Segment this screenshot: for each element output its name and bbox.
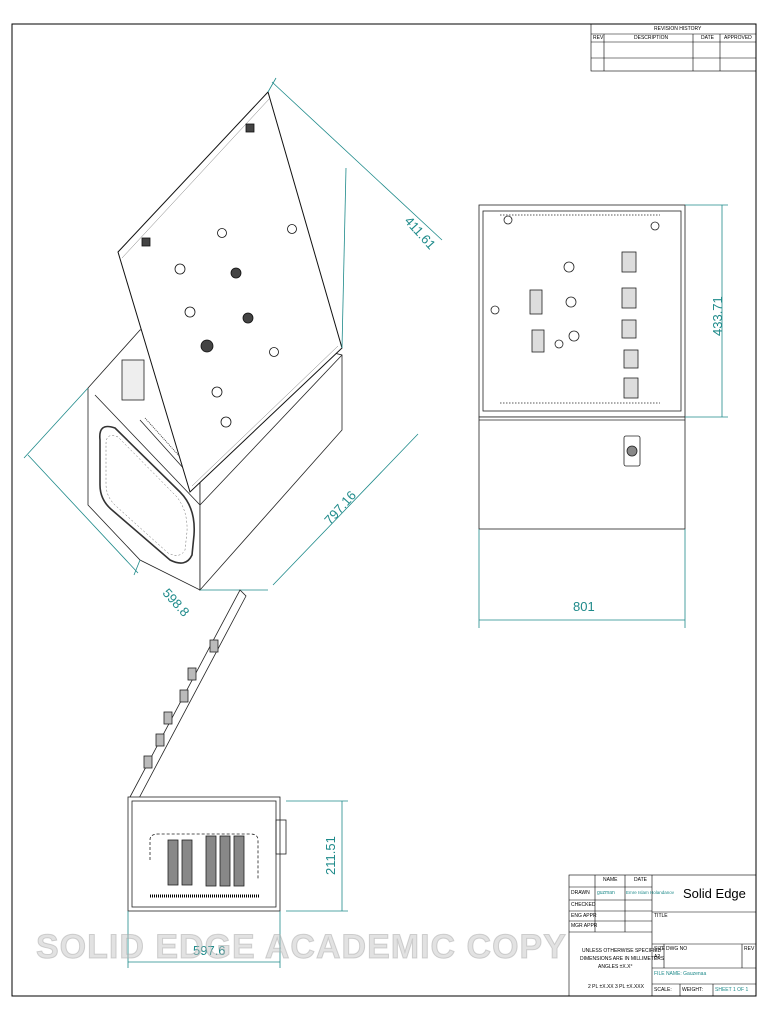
bottom-view [127, 589, 287, 912]
title-note-1: UNLESS OTHERWISE SPECIFIED [582, 948, 662, 954]
title-dwg-no-label: DWG NO [666, 946, 688, 952]
revision-header-description: DESCRIPTION [634, 35, 669, 41]
title-row-mgr-appr: MGR APPR [571, 923, 598, 929]
iso-dimension-lines [23, 77, 443, 591]
isometric-view [87, 91, 343, 592]
title-note-3: ANGLES ±X.X° [598, 964, 633, 970]
title-note-4: 2 PL ±X.XX 3 PL ±X.XXX [588, 984, 644, 990]
revision-block [590, 23, 757, 72]
dimension-front-height: 433.71 [710, 296, 725, 336]
title-name-header: NAME [603, 877, 618, 883]
revision-title: REVISION HISTORY [654, 26, 702, 32]
dimension-bottom-width: 597.6 [193, 943, 226, 958]
title-note-2: DIMENSIONS ARE IN MILLIMETERS [580, 956, 665, 962]
bottom-dimension-lines [127, 800, 348, 968]
front-dimension-lines [478, 204, 728, 628]
title-size-label: SIZE [654, 946, 666, 952]
title-drawn-name: guzman [597, 890, 615, 896]
revision-header-date: DATE [701, 35, 714, 41]
title-size-value: A2 [654, 954, 661, 960]
title-row-checked: CHECKED [571, 902, 596, 908]
dimension-front-width: 801 [573, 599, 595, 614]
title-rev-label: REV [744, 946, 755, 952]
title-row-drawn: DRAWN [571, 890, 590, 896]
title-label: TITLE [654, 913, 668, 919]
title-company: Solid Edge [683, 886, 746, 901]
title-scale-label: SCALE: [654, 987, 672, 993]
title-block [568, 874, 757, 997]
title-row-eng-appr: ENG APPR [571, 913, 597, 919]
front-view [478, 204, 686, 530]
title-weight-label: WEIGHT: [682, 987, 703, 993]
sheet-border [11, 23, 757, 997]
title-date-header: DATE [634, 877, 647, 883]
title-drawn-date: Emre Islam Holandanov [626, 890, 675, 895]
title-sheet: SHEET 1 OF 1 [715, 987, 749, 993]
revision-header-approved: APPROVED [724, 35, 752, 41]
title-file-name: FILE NAME: Gauzenaa [654, 971, 707, 977]
academic-watermark: SOLID EDGE ACADEMIC COPY [36, 928, 567, 967]
dimension-bottom-height: 211.51 [323, 836, 338, 875]
revision-header-rev: REV [593, 35, 604, 41]
